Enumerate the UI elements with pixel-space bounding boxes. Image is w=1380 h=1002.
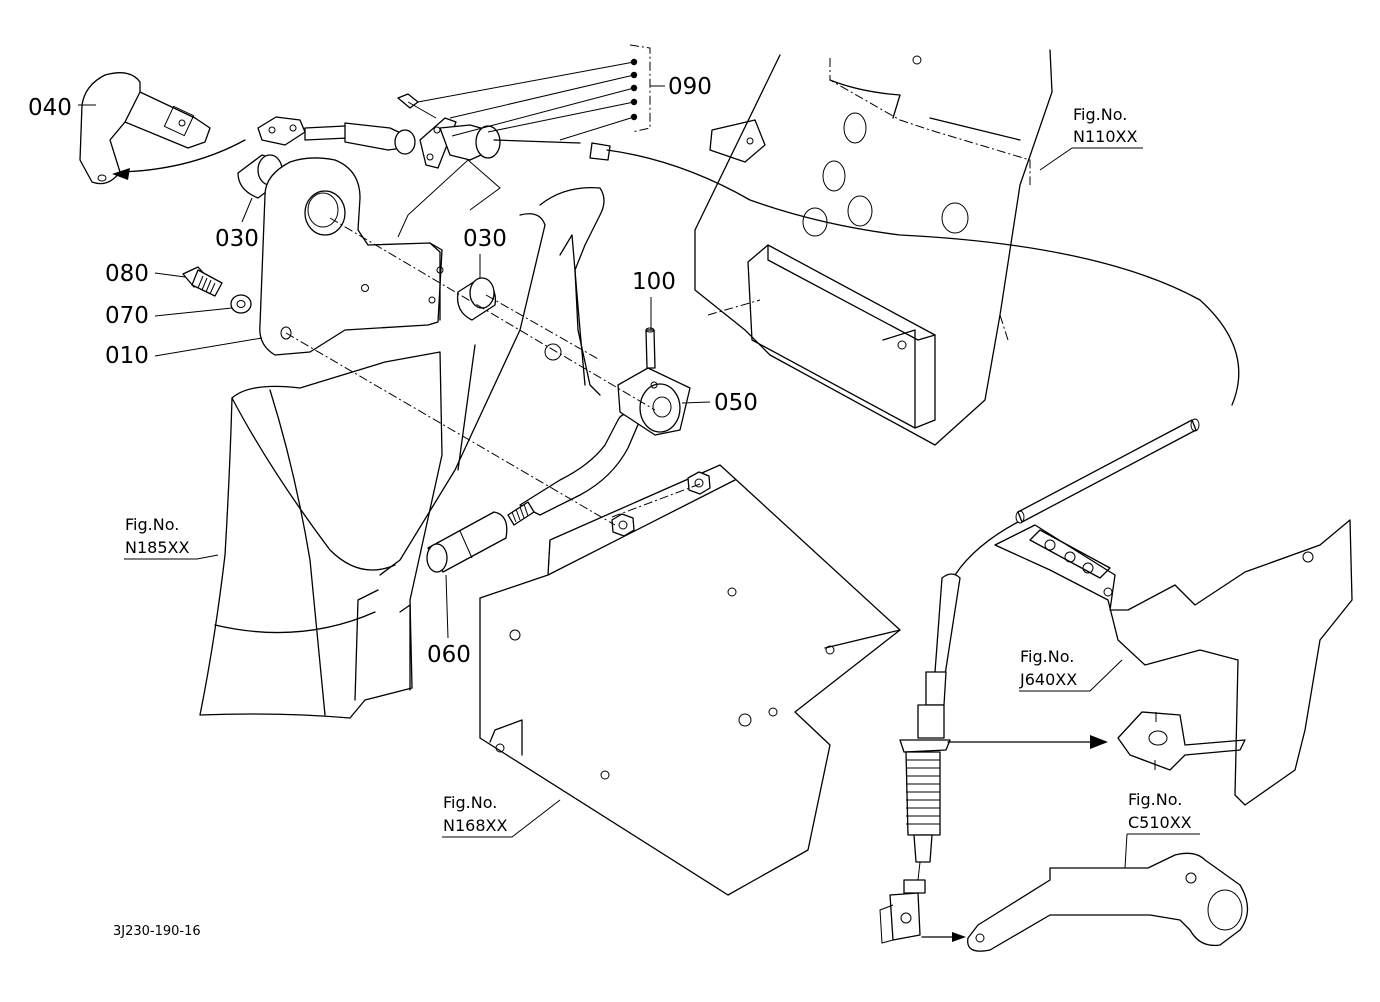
fig-j640-code: J640XX bbox=[1019, 670, 1077, 689]
part-080-bolt bbox=[182, 266, 223, 297]
fig-n185-code: N185XX bbox=[125, 538, 189, 557]
fig-n168-label: Fig.No. bbox=[443, 793, 497, 812]
leaders-090 bbox=[417, 44, 665, 141]
plate-n168 bbox=[479, 464, 901, 896]
part-100-pin bbox=[645, 327, 656, 369]
label-030-lower: 030 bbox=[463, 226, 507, 252]
fig-n110-code: N110XX bbox=[1073, 127, 1137, 146]
part-010-bracket bbox=[259, 157, 501, 356]
part-030-bushing-lower bbox=[456, 277, 497, 321]
part-070-washer bbox=[230, 294, 252, 314]
frame-j640 bbox=[994, 519, 1353, 806]
housing-n185 bbox=[199, 351, 443, 719]
label-090: 090 bbox=[668, 74, 712, 100]
fig-j640-label: Fig.No. bbox=[1020, 647, 1074, 666]
label-050: 050 bbox=[714, 390, 758, 416]
fig-n185-label: Fig.No. bbox=[125, 515, 179, 534]
part-labels: 040 030 030 080 070 010 100 050 060 090 bbox=[28, 74, 758, 668]
cable-end-assembly bbox=[257, 93, 581, 169]
assembly-center-lines bbox=[285, 217, 701, 526]
fig-c510-label: Fig.No. bbox=[1128, 790, 1182, 809]
frame-upright bbox=[379, 186, 605, 576]
label-010: 010 bbox=[105, 343, 149, 369]
fig-n110-label: Fig.No. bbox=[1073, 105, 1127, 124]
drawing-code: 3J230-190-16 bbox=[113, 924, 201, 939]
fig-n168-code: N168XX bbox=[443, 816, 507, 835]
panel-n110 bbox=[694, 49, 1053, 446]
label-060: 060 bbox=[427, 642, 471, 668]
part-050-shaft bbox=[507, 367, 691, 526]
control-cable bbox=[589, 142, 1240, 944]
label-040: 040 bbox=[28, 95, 72, 121]
label-100: 100 bbox=[632, 269, 676, 295]
lever-c510 bbox=[967, 852, 1249, 952]
label-030-upper: 030 bbox=[215, 226, 259, 252]
part-060-grip bbox=[426, 511, 508, 573]
label-070: 070 bbox=[105, 303, 149, 329]
figure-references: Fig.No. N110XX Fig.No. N185XX Fig.No. N1… bbox=[124, 105, 1200, 869]
fig-c510-code: C510XX bbox=[1128, 813, 1192, 832]
label-080: 080 bbox=[105, 261, 149, 287]
part-040-pivot-arm bbox=[79, 72, 246, 185]
